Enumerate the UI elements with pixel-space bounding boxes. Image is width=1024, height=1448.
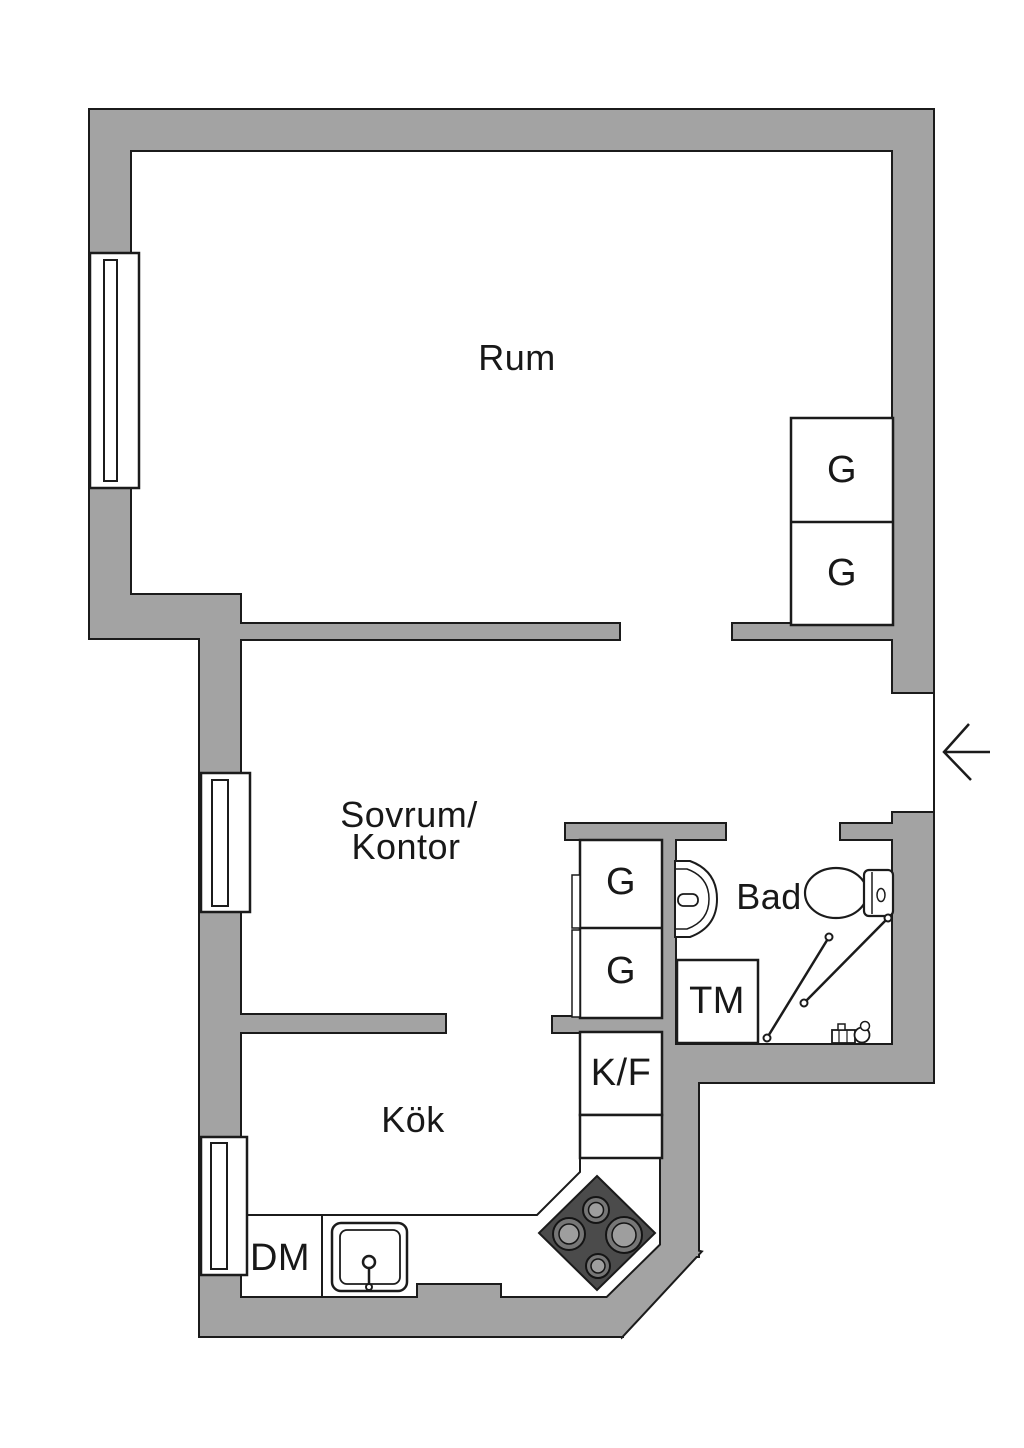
kitchen-sink <box>330 1221 409 1293</box>
room-label-rum: Rum <box>478 337 556 378</box>
window-sovrum <box>199 771 252 914</box>
entrance-arrow-icon <box>942 723 990 781</box>
fridge-freezer-label: K/F <box>590 1052 652 1094</box>
stove <box>537 1174 657 1292</box>
washing-machine-box <box>675 958 760 1045</box>
room-label-kok: Kök <box>381 1099 445 1140</box>
closet-label-rum-bottom: G <box>826 552 858 594</box>
window-rum <box>88 251 141 490</box>
shower-rails <box>762 913 893 1043</box>
closets-rum <box>789 416 895 627</box>
closet-label-hall-top: G <box>605 861 637 903</box>
closet-label-hall-bottom: G <box>605 950 637 992</box>
floor-drain-icon <box>831 1020 871 1044</box>
washing-machine-label: TM <box>689 980 745 1022</box>
counter-box <box>578 1113 664 1160</box>
toilet <box>803 866 895 920</box>
room-label-sovrum-line1: Sovrum/ <box>340 794 478 835</box>
window-kok <box>199 1135 249 1277</box>
closets-hall <box>571 838 664 1020</box>
room-label-bad: Bad <box>736 876 802 917</box>
room-label-sovrum-line2: Kontor <box>351 826 461 867</box>
bathroom-sink <box>674 860 719 938</box>
fridge-freezer-box <box>578 1030 664 1117</box>
closet-label-rum-top: G <box>826 449 858 491</box>
kitchen-counter <box>248 1158 581 1298</box>
dishwasher-label: DM <box>249 1237 311 1279</box>
